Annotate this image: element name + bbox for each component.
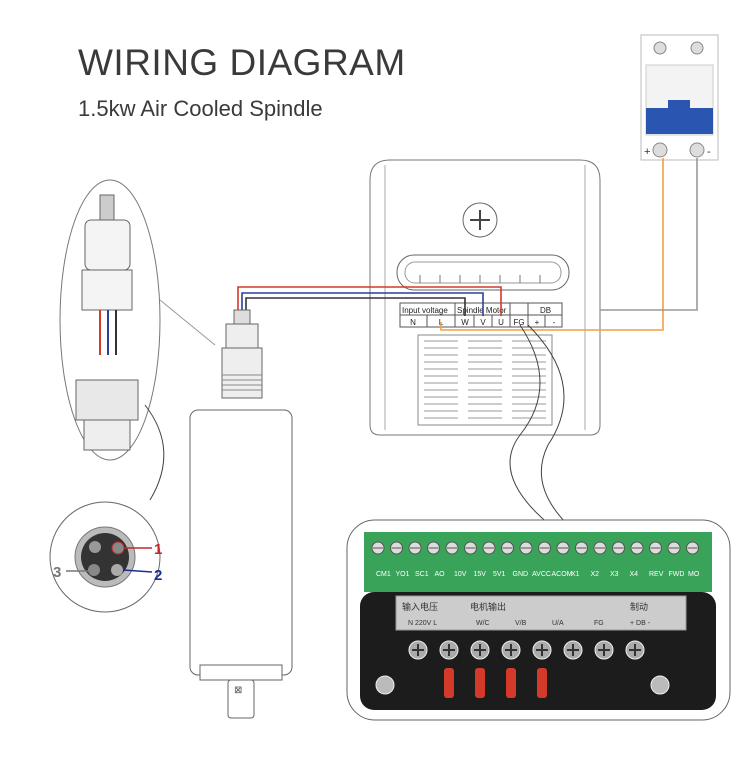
control-terminal-label: AVCC (532, 571, 551, 578)
page-subtitle: 1.5kw Air Cooled Spindle (78, 96, 323, 121)
vfd-inverter: Input voltage Spindle Motor DB N L W V U… (369, 159, 601, 436)
power-terminal-screw-icon (532, 640, 552, 660)
control-terminal-label: 10V (454, 571, 467, 578)
terminal-u: U (498, 318, 504, 327)
wire-lug (537, 668, 547, 698)
terminal-w: W (461, 318, 469, 327)
circuit-breaker: + - (640, 34, 719, 161)
control-terminal-label: MO (688, 571, 700, 578)
photo-power-u: U/A (552, 620, 564, 627)
spindle-motor: ⊠ (189, 309, 293, 719)
terminal-db-minus: - (553, 318, 556, 327)
terminal-screw-icon (556, 541, 570, 555)
photo-power-fg: FG (594, 620, 604, 627)
terminal-v: V (480, 318, 486, 327)
terminal-screw-icon (501, 541, 514, 555)
control-terminal-label: AO (435, 571, 446, 578)
terminal-screw-icon (630, 541, 644, 555)
control-terminal-label: X1 (571, 571, 580, 578)
control-terminal-label: REV (649, 571, 664, 578)
control-terminal-label: X2 (591, 571, 600, 578)
mount-screw-icon (650, 675, 670, 695)
power-terminal-screw-icon (439, 640, 459, 660)
photo-label-brake: 制动 (630, 601, 648, 612)
terminal-screw-icon (667, 541, 681, 555)
connector-closeup-inset (59, 179, 216, 501)
control-terminal-label: ACOM (552, 571, 573, 578)
label-db: DB (540, 306, 551, 315)
terminal-screw-icon (612, 541, 625, 555)
pin-1-label: 1 (154, 541, 162, 558)
terminal-screw-icon (482, 541, 496, 555)
control-terminal-label: 5V1 (493, 571, 506, 578)
page-title: WIRING DIAGRAM (78, 42, 406, 83)
label-spindle-motor: Spindle Motor (457, 306, 507, 315)
power-terminal-screw-icon (594, 640, 614, 660)
control-terminal-label: SC1 (415, 571, 429, 578)
wire-lug (506, 668, 516, 698)
photo-power-w: W/C (476, 620, 490, 627)
label-input-voltage: Input voltage (402, 306, 448, 315)
control-terminal-label: YO1 (396, 571, 410, 578)
photo-label-motor: 电机输出 (470, 601, 506, 612)
power-terminal-screw-icon (501, 640, 521, 660)
wire-lug (444, 668, 454, 698)
terminal-screw-icon (686, 541, 699, 555)
control-terminal-label: X4 (630, 571, 639, 578)
terminal-screw-icon (538, 541, 551, 555)
terminal-screw-icon (390, 541, 403, 555)
terminal-n: N (410, 318, 416, 327)
photo-label-input: 输入电压 (402, 601, 438, 612)
terminal-screw-icon (371, 541, 385, 555)
control-terminal-label: 15V (474, 571, 487, 578)
terminal-screw-icon (575, 541, 588, 555)
control-terminal-label: X3 (610, 571, 619, 578)
power-terminal-screw-icon (625, 640, 645, 660)
terminal-screw-icon (427, 541, 440, 555)
photo-power-db: + DB - (630, 620, 651, 627)
terminal-screw-icon (649, 541, 662, 555)
power-terminal-screw-icon (470, 640, 490, 660)
connector-pinout-inset: 1 2 3 (49, 501, 162, 613)
pin-2-label: 2 (154, 567, 162, 584)
breaker-minus: - (707, 146, 711, 158)
wires (237, 158, 698, 526)
terminal-db-plus: + (535, 318, 540, 327)
terminal-screw-icon (464, 541, 477, 555)
power-terminal-screw-icon (563, 640, 583, 660)
terminal-fg: FG (513, 318, 524, 327)
pin-3-label: 3 (53, 564, 61, 581)
svg-text:⊠: ⊠ (234, 685, 242, 696)
terminal-screw-icon (519, 541, 533, 555)
photo-power-v: V/B (515, 620, 527, 627)
control-terminal-label: FWD (669, 571, 685, 578)
mount-screw-icon (375, 675, 395, 695)
terminal-screw-icon (593, 541, 607, 555)
photo-power-n-l: N 220V L (408, 620, 437, 627)
power-terminal-screw-icon (408, 640, 428, 660)
wire-lug (475, 668, 485, 698)
breaker-plus: + (644, 146, 650, 158)
terminal-screw-icon (445, 541, 459, 555)
control-terminal-label: CM1 (376, 571, 391, 578)
control-terminal-label: GND (513, 571, 529, 578)
terminal-screw-icon (408, 541, 422, 555)
